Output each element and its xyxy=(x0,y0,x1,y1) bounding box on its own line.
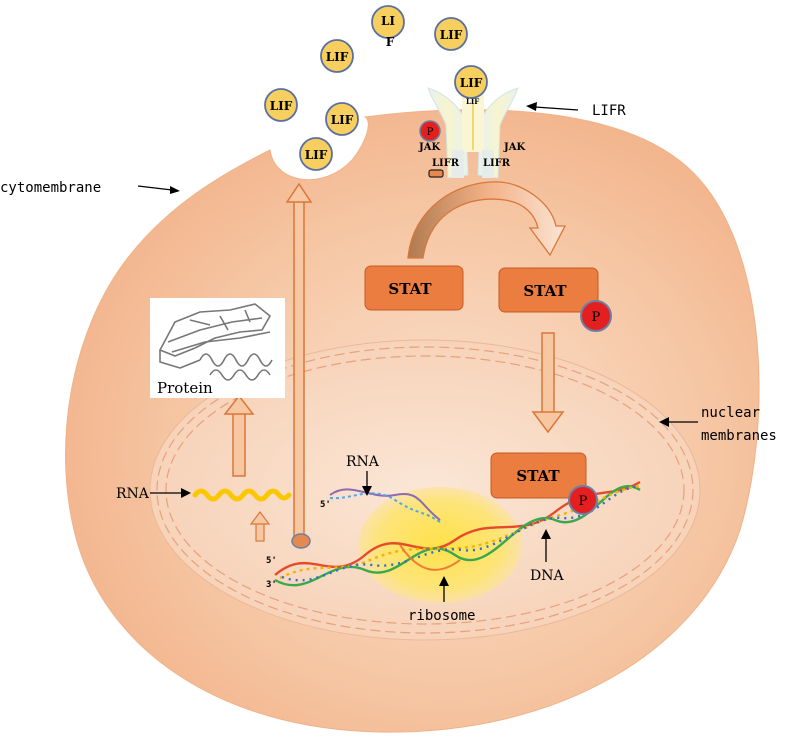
receptor-inner-lif: LIF xyxy=(466,97,479,106)
receptor-phospho-icon xyxy=(419,120,441,142)
phospho-nuclear-icon xyxy=(568,485,598,515)
receptor-phospho-label: P xyxy=(427,127,434,138)
nuclear-pointer-arrow xyxy=(659,417,698,427)
lif-ligand-split: LI F xyxy=(371,5,405,49)
svg-text:5': 5' xyxy=(266,556,277,566)
protein-structure-icon xyxy=(159,303,273,381)
rna-transcript xyxy=(329,488,461,571)
nuclear-label-line1: nuclear xyxy=(701,405,760,421)
rna-top-pointer-arrow xyxy=(362,471,372,496)
phospho-active-icon xyxy=(580,300,612,332)
stat-active-label: STAT xyxy=(523,282,567,300)
transcription-arrow-small xyxy=(249,511,271,542)
svg-text:LIF: LIF xyxy=(460,76,483,90)
nuclear-translocation-arrow xyxy=(531,332,565,434)
rna-top-label: RNA xyxy=(346,454,380,470)
activation-curve-arrow xyxy=(407,181,567,259)
nuclear-membrane-inner xyxy=(165,355,685,625)
dna-pointer-arrow xyxy=(541,529,551,562)
svg-text:LIF: LIF xyxy=(440,28,463,42)
svg-text:LIF: LIF xyxy=(305,148,328,162)
rna-left-label: RNA xyxy=(116,486,150,502)
lif-ligand: LIF xyxy=(264,88,298,122)
dna-label: DNA xyxy=(530,568,564,584)
svg-text:5': 5' xyxy=(320,500,331,510)
jak-right-label: JAK xyxy=(503,142,525,153)
cytomembrane-label: cytomembrane xyxy=(0,180,101,196)
stat-active-box xyxy=(498,267,599,313)
cytomembrane-pointer-arrow xyxy=(137,185,180,194)
rna-strand xyxy=(192,488,292,502)
stat-nuclear-label: STAT xyxy=(516,467,560,485)
nuclear-membrane-outer xyxy=(156,346,694,634)
svg-text:LIF: LIF xyxy=(331,113,354,127)
jak-left-label: JAK xyxy=(418,142,440,153)
phospho-active-label: P xyxy=(592,310,601,325)
ribosome-label: ribosome xyxy=(408,608,475,624)
ribosome-shape xyxy=(358,487,522,603)
svg-text:F: F xyxy=(386,35,395,49)
strand-ends: 5' 5' 3' xyxy=(266,500,331,590)
lif-ligand: LIF xyxy=(299,137,333,171)
translation-arrow xyxy=(223,394,255,477)
svg-text:LIF: LIF xyxy=(326,50,349,64)
lifr-pointer-arrow xyxy=(526,102,579,111)
lif-ligand: LIF xyxy=(325,102,359,136)
svg-text:LI: LI xyxy=(381,14,395,28)
lif-ligand: LIF xyxy=(320,39,354,73)
protein-label: Protein xyxy=(157,379,213,397)
rna-left-pointer-arrow xyxy=(150,488,191,498)
lif-ligand: LIF xyxy=(434,17,468,51)
stat-inactive-box xyxy=(364,265,464,311)
lifr-left-label: LIFR xyxy=(432,158,460,169)
svg-text:LIF: LIF xyxy=(270,99,293,113)
svg-text:3': 3' xyxy=(266,580,277,590)
stat-nuclear-box xyxy=(490,452,587,499)
receptor-marker-icon xyxy=(428,169,444,178)
ribosome-pointer-arrow xyxy=(439,576,449,602)
stat-inactive-label: STAT xyxy=(388,280,432,298)
lifr-label: LIFR xyxy=(592,103,626,119)
protein-image-box xyxy=(150,298,285,398)
lif-ligand-bound: LIF xyxy=(454,65,488,99)
nuclear-label-line2: membranes xyxy=(701,428,777,444)
secretion-arrow xyxy=(285,182,313,549)
lifr-right-label: LIFR xyxy=(483,158,511,169)
phospho-nuclear-label: P xyxy=(579,494,588,509)
lifr-receptor xyxy=(427,87,519,179)
